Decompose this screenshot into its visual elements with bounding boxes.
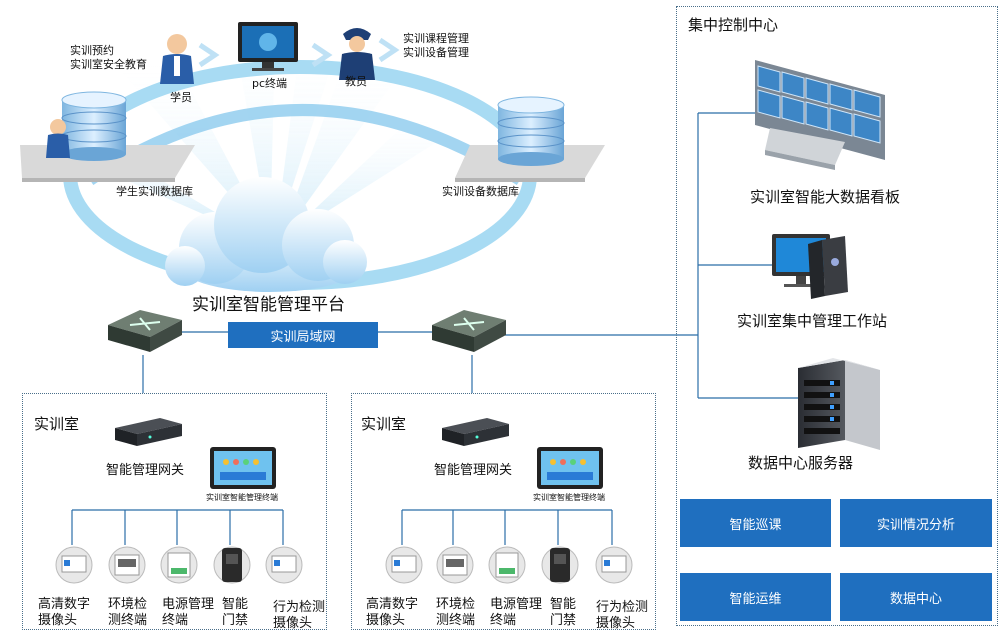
lab2-device-5-line2: 摄像头 [596,616,636,631]
pc-terminal-label: pc终端 [252,77,288,90]
lab1-terminal-label: 实训室智能管理终端 [206,493,278,502]
lab2-title: 实训室 [361,415,407,433]
training-analysis-label: 实训情况分析 [876,517,955,533]
server-icon [798,358,880,450]
database-right-icon [455,96,605,182]
lab2-device-2-line1: 环境检 [436,597,476,612]
lab2-device-4-line2: 门禁 [550,613,577,628]
lab2-device-3-line2: 终端 [490,613,517,628]
lab2-gateway-label: 智能管理网关 [434,463,513,478]
database-left-icon [20,91,195,182]
lab2-gateway-icon [442,418,509,446]
lab2-devices-icons [385,546,633,584]
lab2-device-4-line1: 智能 [550,597,577,612]
lan-label-text: 实训局域网 [270,329,336,345]
network-switch-left-icon [108,310,182,352]
teacher-note-2: 实训设备管理 [403,46,469,59]
lab2-device-5-line1: 行为检测 [596,600,649,615]
server-label: 数据中心服务器 [748,454,854,472]
pc-terminal-icon [238,22,298,71]
lab1-device-5-line2: 摄像头 [273,616,313,631]
workstation-label: 实训室集中管理工作站 [737,312,888,330]
control-center-box [676,6,998,626]
lab1-terminal-icon [210,447,276,489]
teacher-icon [339,28,375,80]
student-note-1: 实训预约 [70,44,114,57]
training-analysis-button[interactable]: 实训情况分析 [840,499,992,547]
smart-patrol-label: 智能巡课 [729,517,782,533]
data-center-label: 数据中心 [889,591,942,607]
lab1-device-2-line2: 测终端 [108,613,148,628]
lab1-gateway-icon [115,418,182,446]
network-switch-right-icon [432,310,506,352]
platform-title: 实训室智能管理平台 [192,295,345,315]
lab1-device-4-line2: 门禁 [222,613,249,628]
lab1-device-2-line1: 环境检 [108,597,148,612]
lab1-device-1-line1: 高清数字 [38,597,91,612]
lab1-title: 实训室 [34,415,80,433]
student-icon [160,34,194,84]
student-note-2: 实训室安全教育 [70,58,147,71]
lab2-terminal-icon [537,447,603,489]
video-wall-label: 实训室智能大数据看板 [750,188,901,206]
workstation-icon [772,234,848,299]
teacher-note-1: 实训课程管理 [403,32,469,45]
lab2-terminal-label: 实训室智能管理终端 [533,493,605,502]
lab2-box [351,393,656,630]
lab1-devices-icons [55,546,303,584]
lab2-device-2-line2: 测终端 [436,613,476,628]
lan-label: 实训局域网 [228,322,378,348]
video-wall-icon [755,60,885,170]
db-left-label: 学生实训数据库 [116,185,193,198]
smart-ops-label: 智能运维 [729,591,782,607]
lab1-device-1-line2: 摄像头 [38,613,78,628]
teacher-label: 教员 [345,75,367,88]
control-center-title: 集中控制中心 [688,16,779,34]
lab1-box [22,393,327,630]
lab2-device-1-line2: 摄像头 [366,613,406,628]
smart-patrol-button[interactable]: 智能巡课 [680,499,831,547]
lab-device-trees [71,509,613,545]
lab1-device-3-line2: 终端 [162,613,189,628]
smart-ops-button[interactable]: 智能运维 [680,573,831,621]
data-center-button[interactable]: 数据中心 [840,573,992,621]
lab1-device-4-line1: 智能 [222,597,249,612]
lab2-device-3-line1: 电源管理 [490,597,543,612]
network-lines [142,112,800,399]
lab1-gateway-label: 智能管理网关 [106,463,185,478]
student-label: 学员 [170,91,192,104]
lab1-device-3-line1: 电源管理 [162,597,215,612]
db-right-label: 实训设备数据库 [442,185,519,198]
lab2-device-1-line1: 高清数字 [366,597,419,612]
cloud-icon [165,177,367,292]
lab1-device-5-line1: 行为检测 [273,600,326,615]
